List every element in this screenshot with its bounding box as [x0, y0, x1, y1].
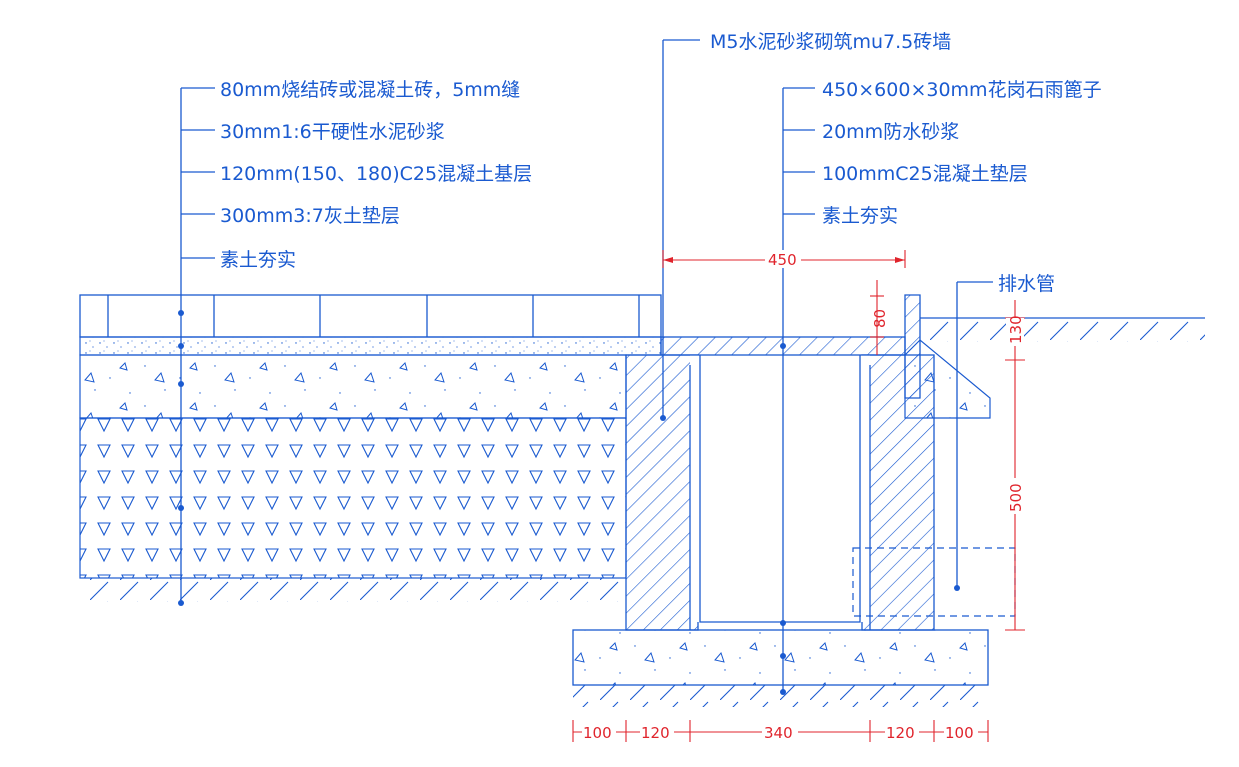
dim-bottom-340: 340	[764, 724, 793, 742]
compacted-soil-right	[922, 320, 1205, 342]
callout-mortar: 30mm1:6干硬性水泥砂浆	[220, 121, 445, 143]
dim-grate-height: 80	[871, 309, 889, 328]
leader-lines	[178, 39, 993, 695]
callout-concrete-cushion: 100mmC25混凝土垫层	[822, 163, 1028, 185]
callout-compacted-soil-right: 素土夯实	[822, 205, 898, 227]
lime-soil-layer	[79, 417, 627, 579]
callout-concrete-base: 120mm(150、180)C25混凝土基层	[220, 163, 532, 185]
dim-side-top: 130	[1007, 315, 1025, 344]
callout-compacted-soil-left: 素土夯实	[220, 249, 296, 271]
mortar-layer	[79, 336, 662, 356]
dim-bottom-100-right: 100	[945, 724, 974, 742]
callout-drain-pipe: 排水管	[998, 273, 1055, 295]
concrete-base-layer	[79, 354, 627, 419]
callout-brick-wall: M5水泥砂浆砌筑mu7.5砖墙	[710, 31, 951, 53]
paving-brick-layer	[79, 294, 662, 338]
compacted-soil-left	[80, 578, 626, 602]
dim-top-width: 450	[768, 251, 797, 269]
callout-lime-soil: 300mm3:7灰土垫层	[220, 205, 400, 227]
dim-bottom-120-right: 120	[886, 724, 915, 742]
curb-bedding	[904, 339, 991, 419]
dim-side-depth: 500	[1007, 483, 1025, 512]
dim-bottom-120-left: 120	[641, 724, 670, 742]
channel-inner	[689, 355, 871, 630]
dim-bottom-100-left: 100	[583, 724, 612, 742]
compacted-soil-bottom	[573, 685, 988, 707]
callout-paving-brick: 80mm烧结砖或混凝土砖，5mm缝	[220, 79, 520, 101]
callout-waterproof-mortar: 20mm防水砂浆	[822, 121, 959, 143]
callout-granite-grate: 450×600×30mm花岗石雨篦子	[822, 79, 1102, 101]
